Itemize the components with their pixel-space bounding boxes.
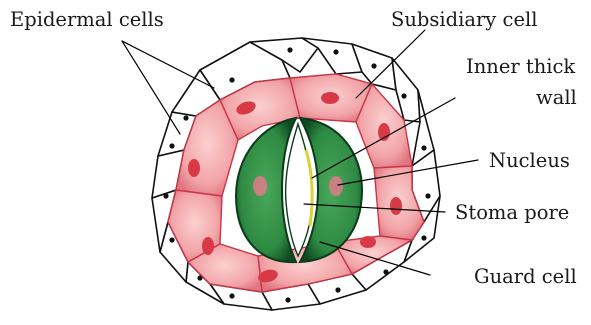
guard-cell-nucleus — [253, 176, 267, 196]
guard-cells — [236, 118, 362, 262]
label-inner-thick-wall-line2: wall — [536, 86, 577, 109]
label-guard-cell: Guard cell — [474, 265, 577, 288]
label-stoma-pore: Stoma pore — [455, 201, 569, 224]
label-inner-thick-wall-line1: Inner thick — [466, 55, 575, 78]
stoma-pore — [286, 124, 312, 256]
label-nucleus: Nucleus — [489, 149, 570, 172]
guard-cell-nucleus — [329, 176, 343, 196]
label-subsidiary-cell: Subsidiary cell — [391, 8, 537, 31]
label-epidermal-cells: Epidermal cells — [10, 8, 164, 31]
